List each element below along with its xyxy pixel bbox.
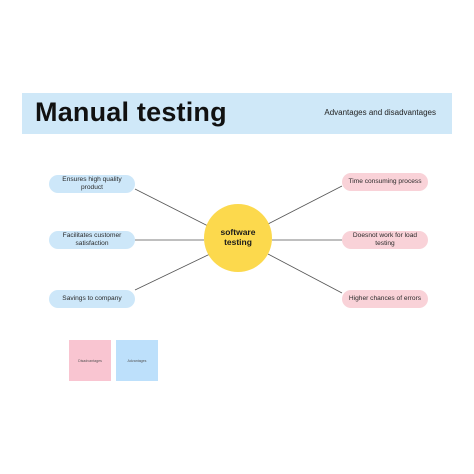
page-subtitle: Advantages and disadvantages (324, 108, 436, 117)
disadvantage-node-2[interactable]: Doesnot work for load testing (342, 231, 428, 249)
disadvantage-node-3[interactable]: Higher chances of errors (342, 290, 428, 308)
sticky-note-advantages[interactable]: Advantages (116, 340, 158, 381)
advantage-node-2[interactable]: Facilitates customer satisfaction (49, 231, 135, 249)
connector-disadvantage-1 (267, 185, 343, 225)
page-title: Manual testing (35, 97, 227, 127)
connector-disadvantage-3 (267, 253, 343, 294)
connector-advantage-3 (134, 253, 211, 291)
sticky-note-disadvantages[interactable]: Disadvantages (69, 340, 111, 381)
advantage-node-1[interactable]: Ensures high quality product (49, 175, 135, 193)
connector-advantage-1 (134, 188, 211, 228)
central-topic[interactable]: software testing (204, 204, 272, 272)
title-banner: Manual testing Advantages and disadvanta… (22, 93, 452, 134)
advantage-node-3[interactable]: Savings to company (49, 290, 135, 308)
disadvantage-node-1[interactable]: Time consuming process (342, 173, 428, 191)
